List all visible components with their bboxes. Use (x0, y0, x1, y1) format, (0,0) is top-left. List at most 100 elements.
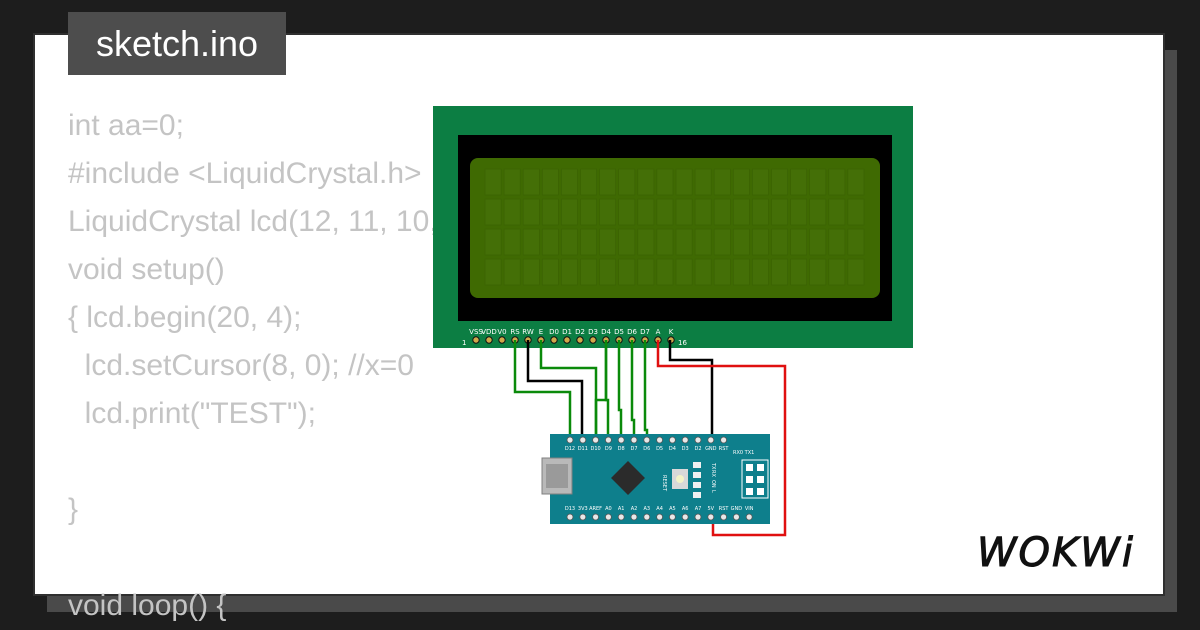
nano-pin[interactable] (707, 436, 715, 444)
file-name-tab[interactable]: sketch.ino (68, 12, 286, 75)
lcd-cell (752, 228, 769, 256)
usb-connector-icon (541, 457, 573, 495)
lcd-pin[interactable] (485, 336, 493, 344)
lcd-cell (522, 168, 540, 196)
lcd-cell (484, 168, 502, 196)
nano-pin[interactable] (745, 513, 753, 521)
lcd-cell (503, 228, 521, 256)
lcd-pin-label: RW (522, 328, 534, 336)
lcd-cell (694, 198, 712, 226)
lcd-cell (656, 198, 674, 226)
nano-pin-label: A6 (682, 506, 689, 512)
reset-label: RESET (661, 475, 667, 492)
nano-pin[interactable] (630, 436, 638, 444)
nano-pin-label: A1 (618, 506, 625, 512)
rx-tx-label: RX0 TX1 (733, 450, 754, 456)
lcd-pin[interactable] (498, 336, 506, 344)
nano-pin[interactable] (733, 513, 740, 521)
lcd-pin-label: D5 (614, 328, 624, 336)
nano-pin[interactable] (643, 513, 651, 521)
lcd-cell (580, 198, 597, 226)
lcd-cell (522, 198, 540, 226)
nano-pin[interactable] (707, 513, 715, 521)
led-label-rx: RX (710, 470, 716, 477)
nano-pin-label: A7 (695, 506, 702, 512)
lcd-cell (637, 168, 655, 196)
lcd-cell (599, 198, 616, 226)
lcd-pin[interactable] (563, 336, 571, 344)
lcd-pin[interactable] (576, 336, 584, 344)
nano-pin[interactable] (669, 436, 676, 444)
nano-pin-label: AREF (589, 506, 602, 512)
lcd-cell (713, 228, 731, 256)
nano-pin[interactable] (579, 513, 587, 521)
lcd-pin-label: E (539, 328, 543, 336)
lcd-cell (752, 198, 769, 226)
wire-e (539, 340, 598, 440)
lcd-cell (752, 168, 769, 196)
nano-pin[interactable] (617, 436, 625, 444)
wire-d4 (594, 340, 608, 440)
wire-k (668, 340, 714, 440)
nano-pin[interactable] (720, 513, 727, 521)
lcd-cell (771, 168, 788, 196)
lcd-cell (790, 168, 807, 196)
code-line: #include <LiquidCrystal.h> (68, 157, 422, 190)
nano-pin[interactable] (592, 513, 599, 521)
lcd-cell (541, 168, 559, 196)
nano-pin[interactable] (605, 436, 612, 444)
nano-pin[interactable] (720, 436, 727, 444)
icsp-header (741, 459, 769, 499)
lcd-cell (580, 168, 597, 196)
lcd-cell (809, 228, 827, 256)
lcd-cell (809, 198, 827, 226)
lcd-pin-label: RS (510, 328, 520, 336)
led-label-on: ON (710, 480, 716, 488)
lcd-cell (637, 228, 655, 256)
wire-d6 (630, 340, 636, 440)
nano-pin[interactable] (681, 436, 689, 444)
lcd-cell (828, 228, 846, 256)
lcd-cell (809, 168, 827, 196)
nano-pin-label: A5 (669, 506, 676, 512)
lcd-cell (618, 168, 636, 196)
nano-pin[interactable] (566, 513, 574, 521)
code-line: lcd.setCursor(8, 0); //x=0 (68, 349, 414, 382)
nano-pin[interactable] (579, 436, 587, 444)
nano-pin-label: D6 (643, 446, 650, 452)
nano-pin-label: D3 (682, 446, 689, 452)
nano-pin[interactable] (643, 436, 651, 444)
nano-pin-label: D12 (565, 446, 575, 452)
lcd-cell (694, 258, 712, 286)
lcd-cell (675, 168, 693, 196)
lcd-cell (790, 258, 807, 286)
nano-pin-label: A0 (605, 506, 612, 512)
nano-pin[interactable] (694, 436, 702, 444)
lcd-cell (732, 258, 750, 286)
wire-d4b (604, 340, 610, 440)
lcd-cell (771, 198, 788, 226)
nano-pin[interactable] (694, 513, 702, 521)
nano-pin[interactable] (669, 513, 676, 521)
lcd-cell (618, 228, 636, 256)
lcd-cell (752, 258, 769, 286)
nano-pin[interactable] (656, 513, 663, 521)
reset-button-icon[interactable] (672, 469, 688, 489)
wire-d7 (643, 340, 649, 440)
nano-pin[interactable] (605, 513, 612, 521)
wokwi-logo-text: WOKWi (977, 530, 1135, 576)
nano-pin[interactable] (617, 513, 625, 521)
lcd-pin[interactable] (550, 336, 558, 344)
nano-pin[interactable] (681, 513, 689, 521)
lcd-pin-label: D1 (562, 328, 572, 336)
lcd-pin[interactable] (589, 336, 597, 344)
lcd-cell (713, 168, 731, 196)
lcd-cell (847, 258, 865, 286)
nano-pin[interactable] (630, 513, 638, 521)
lcd-pin[interactable] (472, 336, 480, 344)
nano-pin[interactable] (592, 436, 599, 444)
nano-pin[interactable] (566, 436, 574, 444)
nano-pin[interactable] (656, 436, 663, 444)
